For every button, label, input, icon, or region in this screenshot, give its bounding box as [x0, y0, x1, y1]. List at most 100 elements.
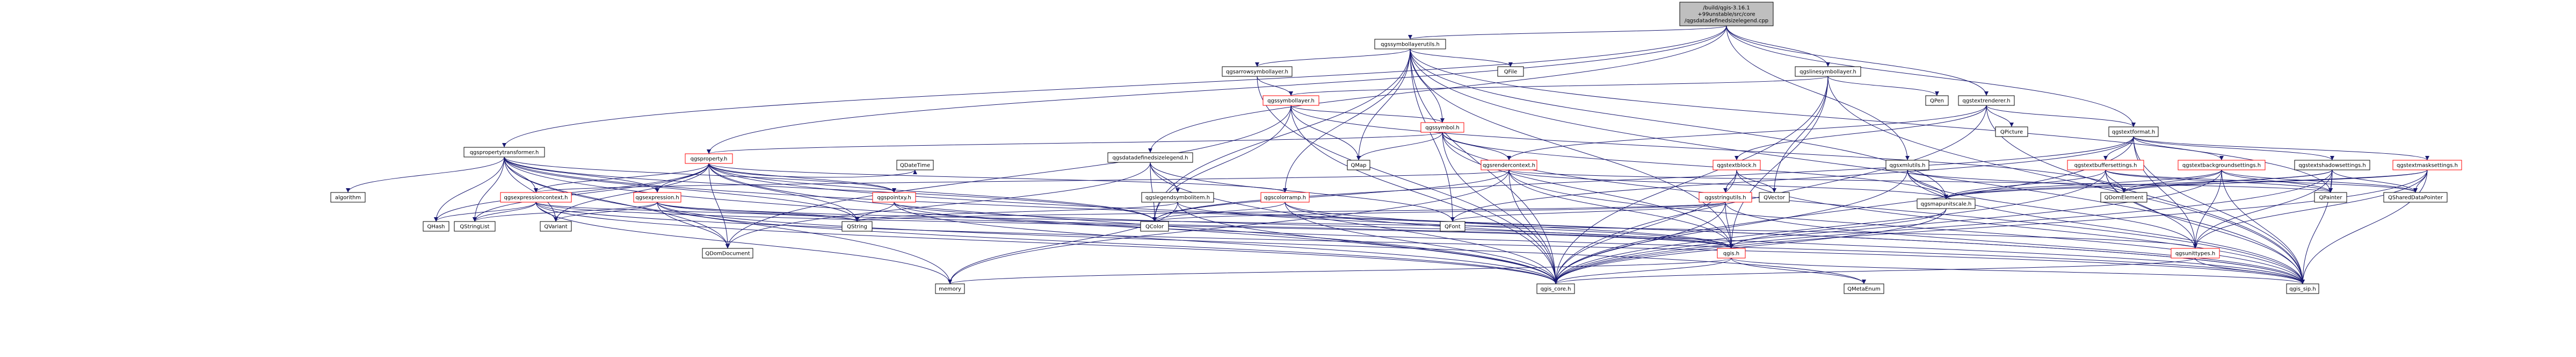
node-qgstextblock[interactable]: qgstextblock.h [1713, 160, 1761, 170]
node-qgspointxy[interactable]: qgspointxy.h [872, 192, 916, 203]
edge-qgspropertytransformer-to-QStringList [473, 156, 505, 222]
edge-qgsdatadefinedsizelegend-to-qgis_core [1150, 162, 1558, 284]
node-qgstextformat[interactable]: qgstextformat.h [2108, 126, 2159, 137]
node-qgstextmasksettings[interactable]: qgstextmasksettings.h [2392, 160, 2462, 170]
node-qgis_core[interactable]: qgis_core.h [1536, 283, 1575, 294]
edge-qgsrendercontext-to-QPainter [1508, 169, 2333, 193]
edge-qgsstringutils-to-QFont [1450, 202, 1726, 222]
edge-qgsunittypes-to-qgis_sip [2195, 258, 2305, 284]
edge-qgsrendercontext-to-qgis_sip [1508, 169, 2305, 284]
node-label: +99unstable/src/core [1697, 12, 1755, 18]
node-qgsexpression[interactable]: qgsexpression.h [633, 192, 681, 203]
node-qgsunittypes[interactable]: qgsunittypes.h [2171, 248, 2220, 259]
node-label: qgssymbol.h [1425, 125, 1460, 131]
edge-qgssymbollayerutils-to-QPainter [1410, 48, 2333, 193]
node-label: QPicture [2000, 130, 2023, 135]
node-qgscolorramp[interactable]: qgscolorramp.h [1260, 192, 1310, 203]
node-QPen: QPen [1925, 95, 1949, 106]
edge-qgscolorramp-to-qgis_core [1285, 202, 1558, 284]
edge-qgsstringutils-to-QColor [1152, 202, 1726, 222]
edge-root-to-qgssymbollayerutils [1408, 25, 1727, 40]
edge-qgstextformat-to-qgstextbackgroundsettings [2133, 136, 2224, 161]
edge-qgsproperty-to-QStringList [473, 163, 709, 222]
node-qgsdatadefinedsizelegend[interactable]: qgsdatadefinedsizelegend.h [1107, 152, 1193, 163]
edge-qgstextrenderer-to-qgsrendercontext [1507, 105, 1987, 161]
edge-qgis-to-memory [948, 258, 1732, 284]
edge-qgssymbol-to-qgis_core [1442, 132, 1558, 284]
node-memory: memory [935, 283, 965, 294]
edge-qgssymbol-to-qgis [1442, 132, 1733, 249]
node-qgssymbol[interactable]: qgssymbol.h [1420, 122, 1464, 133]
node-qgstextshadowsettings[interactable]: qgstextshadowsettings.h [2294, 160, 2370, 170]
node-label: QPen [1930, 98, 1944, 104]
edge-qgsstringutils-to-qgis [1725, 202, 1733, 249]
node-qgspropertytransformer[interactable]: qgspropertytransformer.h [463, 147, 545, 158]
edge-qgstextshadowsettings-to-qgsmapunitscale [1944, 169, 2333, 199]
node-label: /qgsdatadefinedsizelegend.cpp [1685, 18, 1768, 24]
node-label: QVector [1764, 195, 1786, 201]
edge-qgssymbollayer-to-qgis_core [1290, 105, 1558, 284]
edge-qgstextshadowsettings-to-qgis_core [1554, 169, 2333, 284]
node-label: QFile [1504, 69, 1518, 75]
node-label: QDomElement [2105, 195, 2144, 201]
node-label: qgsproperty.h [691, 156, 728, 162]
edge-qgsxmlutils-to-qgsunittypes [1907, 169, 2197, 249]
edge-qgstextmasksettings-to-qgsmapunitscale [1944, 169, 2428, 199]
edge-qgstextformat-to-QColor [1152, 136, 2134, 222]
node-qgsmapunitscale[interactable]: qgsmapunitscale.h [1917, 198, 1976, 209]
node-QString: QString [841, 221, 873, 232]
edge-qgstextbackgroundsettings-to-qgsunittypes [2193, 169, 2222, 249]
edge-qgstextrenderer-to-qgstextformat [1986, 105, 2136, 127]
edge-qgstextbackgroundsettings-to-qgis_sip [2221, 169, 2305, 284]
edge-qgssymbollayerutils-to-qgscolorramp [1283, 48, 1411, 193]
edge-qgsproperty-to-QDomDocument [708, 163, 730, 249]
node-qgstextbackgroundsettings[interactable]: qgstextbackgroundsettings.h [2178, 160, 2266, 170]
edge-qgsexpression-to-qgis [657, 202, 1733, 249]
node-qgstextbuffersettings[interactable]: qgstextbuffersettings.h [2067, 160, 2144, 170]
node-qgis[interactable]: qgis.h [1717, 248, 1746, 259]
node-qgssymbollayer[interactable]: qgssymbollayer.h [1262, 95, 1319, 106]
edge-qgslinesymbollayer-to-QPen [1827, 76, 1939, 96]
edge-qgis-to-qgis_core [1554, 258, 1732, 284]
edge-qgstextformat-to-QFont [1450, 136, 2134, 222]
node-label: qgstextmasksettings.h [2397, 163, 2458, 169]
node-QPainter: QPainter [2314, 192, 2347, 203]
node-label: qgsexpressioncontext.h [504, 195, 568, 201]
edge-qgslinesymbollayer-to-QVector [1772, 76, 1828, 193]
edge-qgstextformat-to-qgstextshadowsettings [2133, 136, 2334, 161]
edge-qgsproperty-to-qgis_sip [708, 163, 2305, 284]
node-label: QDomDocument [705, 251, 750, 257]
edge-qgstextbackgroundsettings-to-QDomElement [2122, 169, 2222, 193]
node-label: algorithm [335, 195, 361, 201]
edge-qgsexpression-to-QVariant [554, 202, 658, 222]
edge-qgsunittypes-to-qgis_core [1554, 258, 2196, 284]
edge-qgsstringutils-to-QString [855, 202, 1726, 222]
edge-qgsexpression-to-QString [657, 202, 859, 222]
node-qgsxmlutils[interactable]: qgsxmlutils.h [1885, 160, 1929, 170]
node-label: qgstextbackgroundsettings.h [2182, 163, 2261, 169]
node-qgsexpressioncontext[interactable]: qgsexpressioncontext.h [500, 192, 572, 203]
node-qgslegendsymbolitem[interactable]: qgslegendsymbolitem.h [1141, 192, 1214, 203]
node-qgsarrowsymbollayer[interactable]: qgsarrowsymbollayer.h [1222, 66, 1293, 77]
node-label: qgsrendercontext.h [1483, 163, 1535, 169]
edge-qgssymbollayerutils-to-QMap [1356, 48, 1411, 161]
node-label: QFont [1445, 224, 1461, 230]
edge-qgstextmasksettings-to-qgsunittypes [2193, 169, 2428, 249]
node-qgssymbollayerutils[interactable]: qgssymbollayerutils.h [1374, 39, 1446, 49]
node-qgstextrenderer[interactable]: qgstextrenderer.h [1958, 95, 2015, 106]
edge-root-to-qgslinesymbollayer [1726, 25, 1830, 67]
node-qgsproperty[interactable]: qgsproperty.h [685, 153, 733, 164]
edge-qgsexpressioncontext-to-QStringList [473, 202, 536, 222]
edge-qgspropertytransformer-to-qgsexpression [504, 156, 659, 193]
edge-qgspropertytransformer-to-QVariant [504, 156, 558, 222]
node-qgsrendercontext[interactable]: qgsrendercontext.h [1481, 160, 1537, 170]
edge-root-to-qgsdatadefinedsizelegend [1148, 25, 1727, 153]
node-qgslinesymbollayer[interactable]: qgslinesymbollayer.h [1795, 66, 1861, 77]
node-qgis_sip[interactable]: qgis_sip.h [2286, 283, 2319, 294]
edge-qgssymbol-to-qgsrendercontext [1442, 132, 1511, 161]
node-qgsstringutils[interactable]: qgsstringutils.h [1699, 192, 1752, 203]
edge-qgscolorramp-to-qgis_sip [1285, 202, 2305, 284]
node-label: qgis_core.h [1541, 287, 1571, 292]
node-QFile: QFile [1497, 66, 1524, 77]
edge-qgslinesymbollayer-to-qgssymbollayer [1289, 76, 1828, 96]
